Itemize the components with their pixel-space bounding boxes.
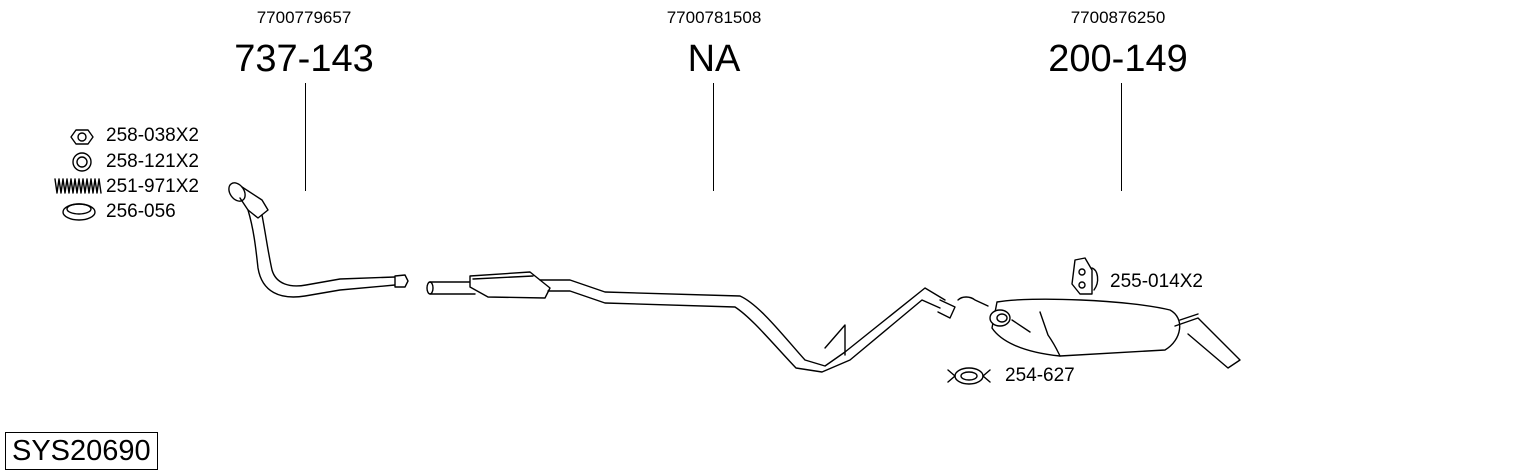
pipe-clamp-icon	[947, 367, 991, 385]
part-number-middle-section: NA	[687, 38, 741, 80]
gasket-ring-icon	[62, 203, 96, 221]
accessory-label-washer: 258-121X2	[106, 151, 199, 172]
leader-line-front-pipe	[305, 83, 306, 191]
part-number-front-pipe: 737-143	[234, 38, 374, 80]
oem-number-front-pipe: 7700779657	[256, 8, 352, 27]
leader-line-rear-silencer	[1121, 83, 1122, 191]
oem-number-middle-section: 7700781508	[666, 8, 762, 27]
rubber-hanger-icon	[1071, 257, 1099, 295]
system-code-box: SYS20690	[5, 432, 158, 470]
accessory-label-nut: 258-038X2	[106, 125, 199, 146]
washer-icon	[72, 152, 92, 172]
accessory-label-gasket: 256-056	[106, 201, 176, 222]
nut-icon	[70, 129, 94, 145]
clamp-label: 254-627	[1005, 365, 1075, 386]
rear-silencer	[957, 296, 1241, 369]
part-number-rear-silencer: 200-149	[1048, 38, 1188, 80]
leader-line-middle-section	[713, 83, 714, 191]
accessory-label-spring: 251-971X2	[106, 176, 199, 197]
front-pipe	[228, 182, 409, 298]
hanger-label: 255-014X2	[1110, 271, 1203, 292]
middle-pipe	[426, 271, 956, 373]
oem-number-rear-silencer: 7700876250	[1070, 8, 1166, 27]
spring-icon	[54, 178, 102, 194]
